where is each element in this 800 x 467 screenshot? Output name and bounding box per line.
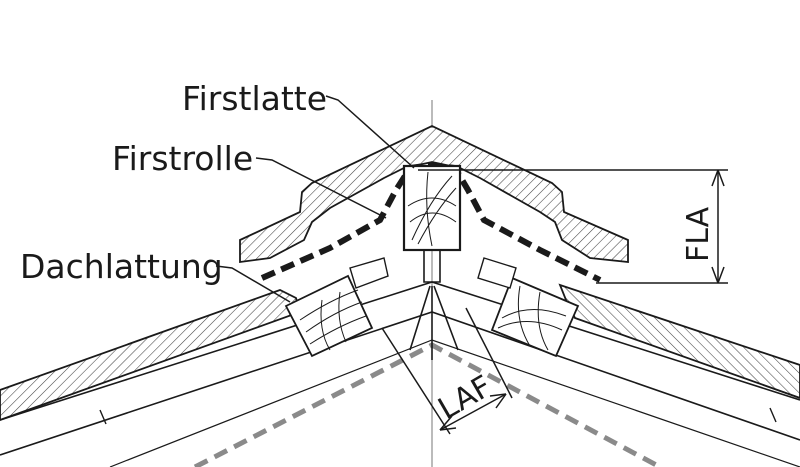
label-firstrolle: Firstrolle — [112, 139, 253, 178]
left-roof-tile — [0, 289, 302, 421]
right-roof-tile — [558, 283, 800, 399]
label-dachlattung: Dachlattung — [20, 247, 223, 286]
fla-label: FLA — [681, 206, 716, 262]
ridge-holder — [409, 250, 459, 360]
right-batten — [490, 276, 580, 358]
fla-dimension — [418, 169, 728, 284]
ridge-batten — [402, 164, 462, 252]
label-firstlatte: Firstlatte — [182, 79, 327, 118]
ridge-cap-tile — [239, 125, 629, 264]
laf-dimension — [381, 307, 513, 435]
left-batten — [284, 274, 374, 358]
leader-lines — [215, 95, 415, 303]
